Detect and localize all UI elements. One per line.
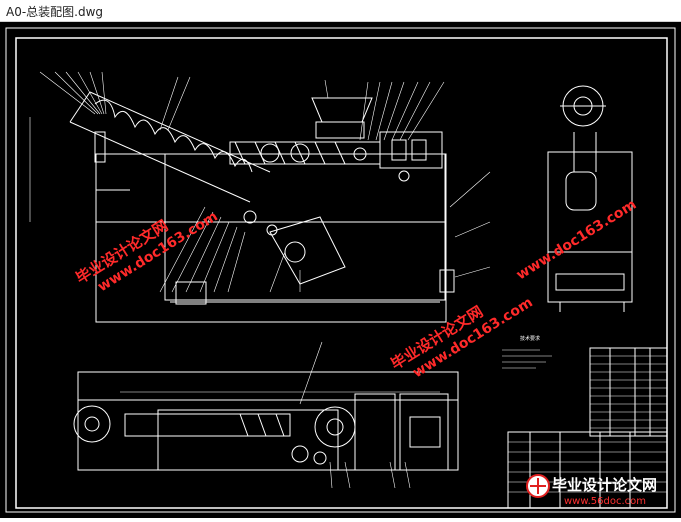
sheet-border: [5, 27, 676, 513]
window-title: A0-总装配图.dwg: [6, 5, 104, 19]
side-view: [547, 85, 633, 312]
main-elevation-view: [29, 71, 491, 323]
cad-drawing: 技术要求 毕业设计论文网 www.doc163.com 毕业设计论文网 www.…: [5, 27, 676, 513]
logo-graphic: 毕业设计论文网 www.56doc.com: [526, 474, 657, 507]
tech-notes: [502, 349, 552, 369]
site-logo: 毕业设计论文网 www.56doc.com: [520, 468, 680, 518]
parts-list-table: [507, 347, 668, 509]
drawing-frame: [15, 37, 668, 509]
logo-url: www.56doc.com: [564, 496, 646, 507]
cad-viewport[interactable]: 技术要求 毕业设计论文网 www.doc163.com 毕业设计论文网 www.…: [0, 22, 681, 518]
logo-name: 毕业设计论文网: [552, 476, 657, 494]
tech-notes-heading: 技术要求: [520, 335, 540, 342]
logo-mark-icon: [526, 474, 550, 498]
watermark-group: 毕业设计论文网 www.doc163.com 毕业设计论文网 www.doc16…: [73, 197, 640, 382]
title-bar: A0-总装配图.dwg: [0, 0, 681, 22]
top-view: [73, 341, 459, 489]
